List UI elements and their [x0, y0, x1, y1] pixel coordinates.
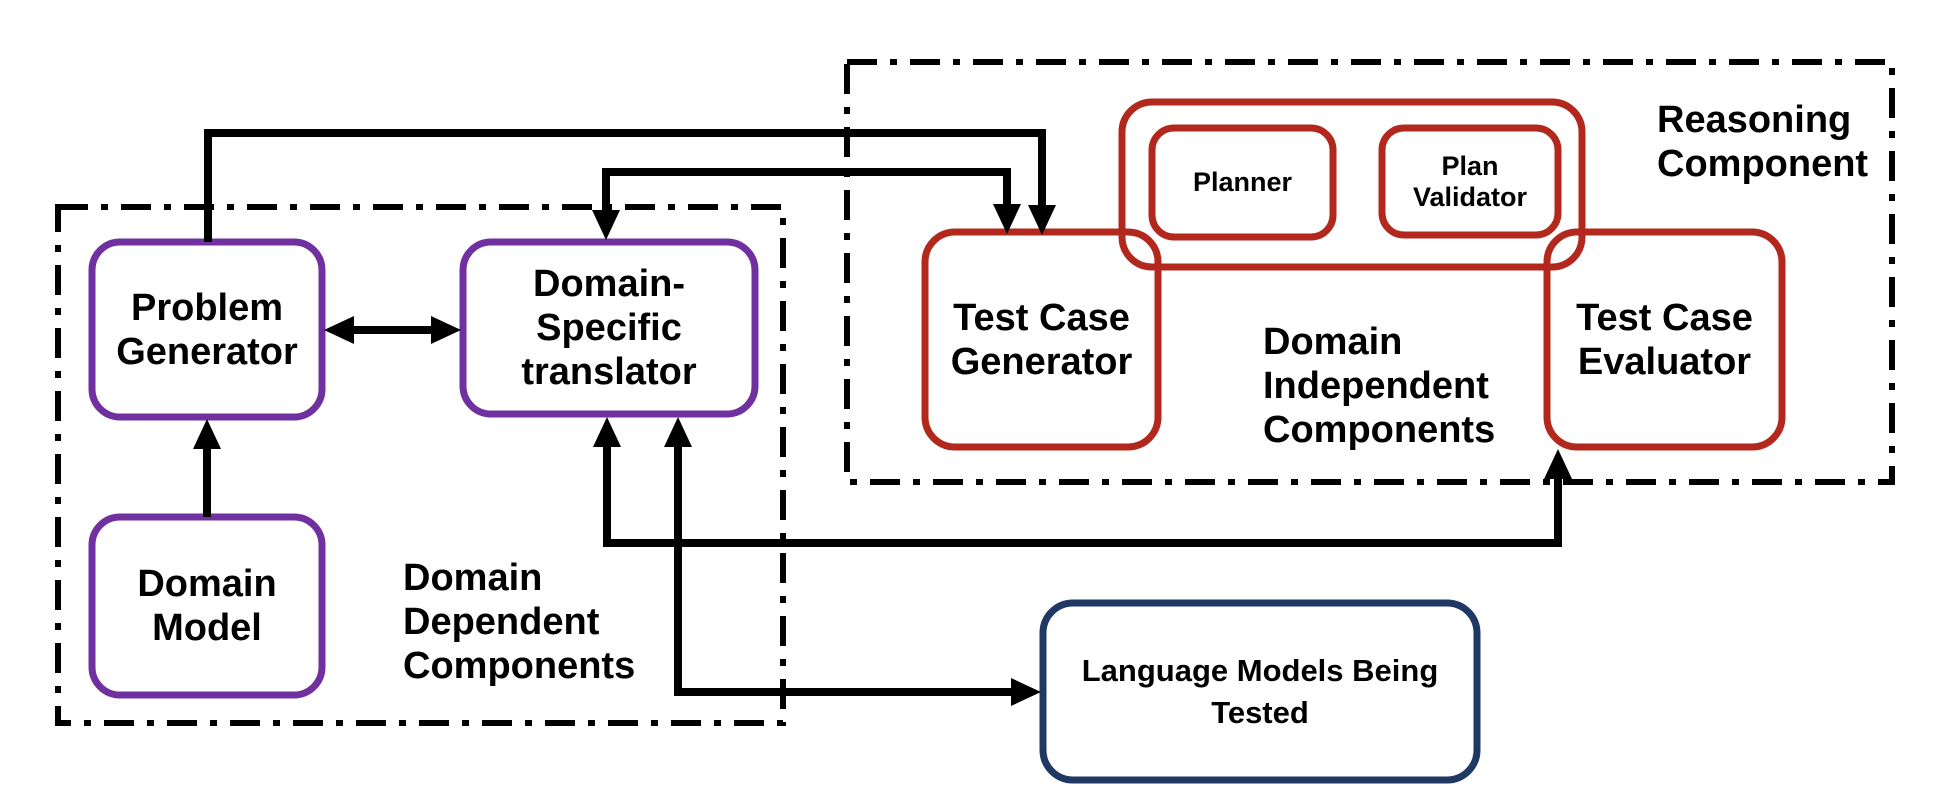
arrowhead-into-translator-bottom-left	[593, 417, 621, 447]
domain-independent-components-label: Domain Independent Components	[1263, 321, 1496, 451]
planner-box	[1148, 124, 1337, 241]
planner-container-box	[1118, 98, 1586, 271]
arrowhead-into-language-models-left	[1011, 678, 1041, 706]
test-case-evaluator-label: Test Case Evaluator	[1576, 296, 1753, 383]
test-case-evaluator-box	[1543, 228, 1786, 451]
arrow-translator-language-models	[674, 443, 1012, 696]
arrowhead-into-problem-generator-right	[324, 316, 354, 344]
domain-dependent-components-label: Domain Dependent Components	[403, 557, 636, 687]
planner-label: Planner	[1192, 167, 1293, 197]
arrow-translator-test-case-generator	[602, 168, 1011, 212]
arrow-translator-test-case-evaluator	[603, 443, 1562, 547]
arrow-problem-generator-to-test-case-generator	[204, 129, 1046, 242]
test-case-generator-label: Test Case Generator	[950, 296, 1133, 383]
arrowhead-into-test-case-generator-top-left	[993, 204, 1021, 234]
arrowhead-into-test-case-generator-top-right	[1028, 205, 1056, 235]
arrowhead-into-translator-top	[592, 210, 620, 240]
language-models-box	[1039, 599, 1481, 784]
problem-generator-label: Problem Generator	[116, 286, 298, 373]
reasoning-component-label: Reasoning Component	[1657, 99, 1869, 185]
domain-dependent-group-border	[55, 204, 786, 726]
language-models-label: Language Models Being Tested	[1081, 652, 1439, 730]
domain-model-label: Domain Model	[137, 563, 277, 649]
arrowhead-into-translator-left	[431, 316, 461, 344]
domain-specific-translator-label: Domain- Specific translator	[521, 263, 697, 393]
plan-validator-label: Plan Validator	[1412, 150, 1528, 212]
arrowhead-into-test-case-evaluator-bottom	[1544, 449, 1572, 479]
arrowhead-into-problem-generator-bottom	[193, 419, 221, 449]
domain-specific-translator-box	[459, 238, 759, 418]
arrowhead-into-translator-bottom-right	[664, 417, 692, 447]
reasoning-component-group-border	[844, 59, 1895, 485]
plan-validator-box	[1378, 124, 1562, 239]
